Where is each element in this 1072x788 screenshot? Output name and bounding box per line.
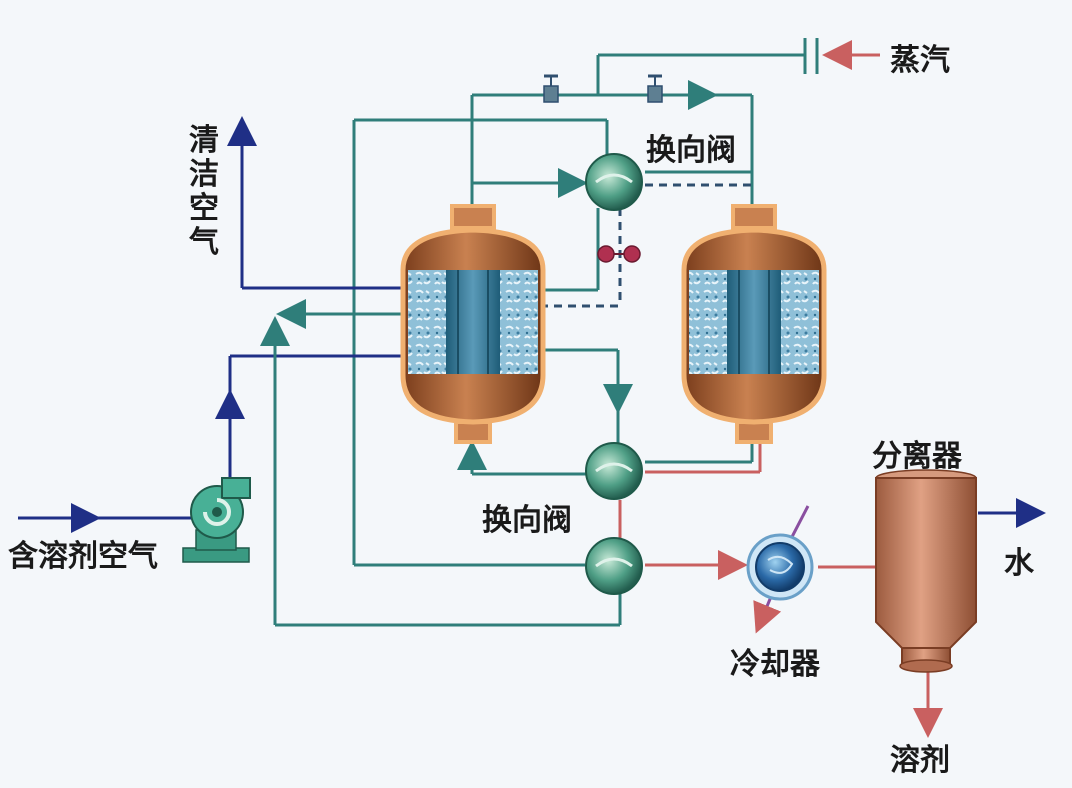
blower-fan-icon [182,477,251,563]
steam-flange [803,38,819,74]
adsorber-vessel-left [400,204,546,444]
label-water: 水 [1004,546,1035,581]
label-switch-valve-top: 换向阀 [646,133,736,168]
pipe-network [18,40,1046,738]
label-clean-air-text: 清洁空气 [189,123,219,260]
label-clean-air: 清洁空气 [189,123,219,260]
label-cooler: 冷却器 [730,647,821,682]
label-solvent: 溶剂 [890,743,950,778]
label-solvent-air: 含溶剂空气 [8,539,158,574]
cooler-icon [746,533,814,601]
steam-valve-left[interactable] [543,74,559,103]
label-switch-valve-middle: 换向阀 [482,503,572,538]
label-separator: 分离器 [872,439,963,474]
adsorber-vessel-right [681,204,827,444]
check-valve-icon [597,245,641,263]
switch-valve-bottom[interactable] [585,537,643,595]
switch-valve-middle[interactable] [585,442,643,500]
separator-vessel [875,469,977,673]
steam-valve-right[interactable] [647,74,663,103]
switch-valve-top[interactable] [585,153,643,211]
label-steam: 蒸汽 [890,43,950,78]
